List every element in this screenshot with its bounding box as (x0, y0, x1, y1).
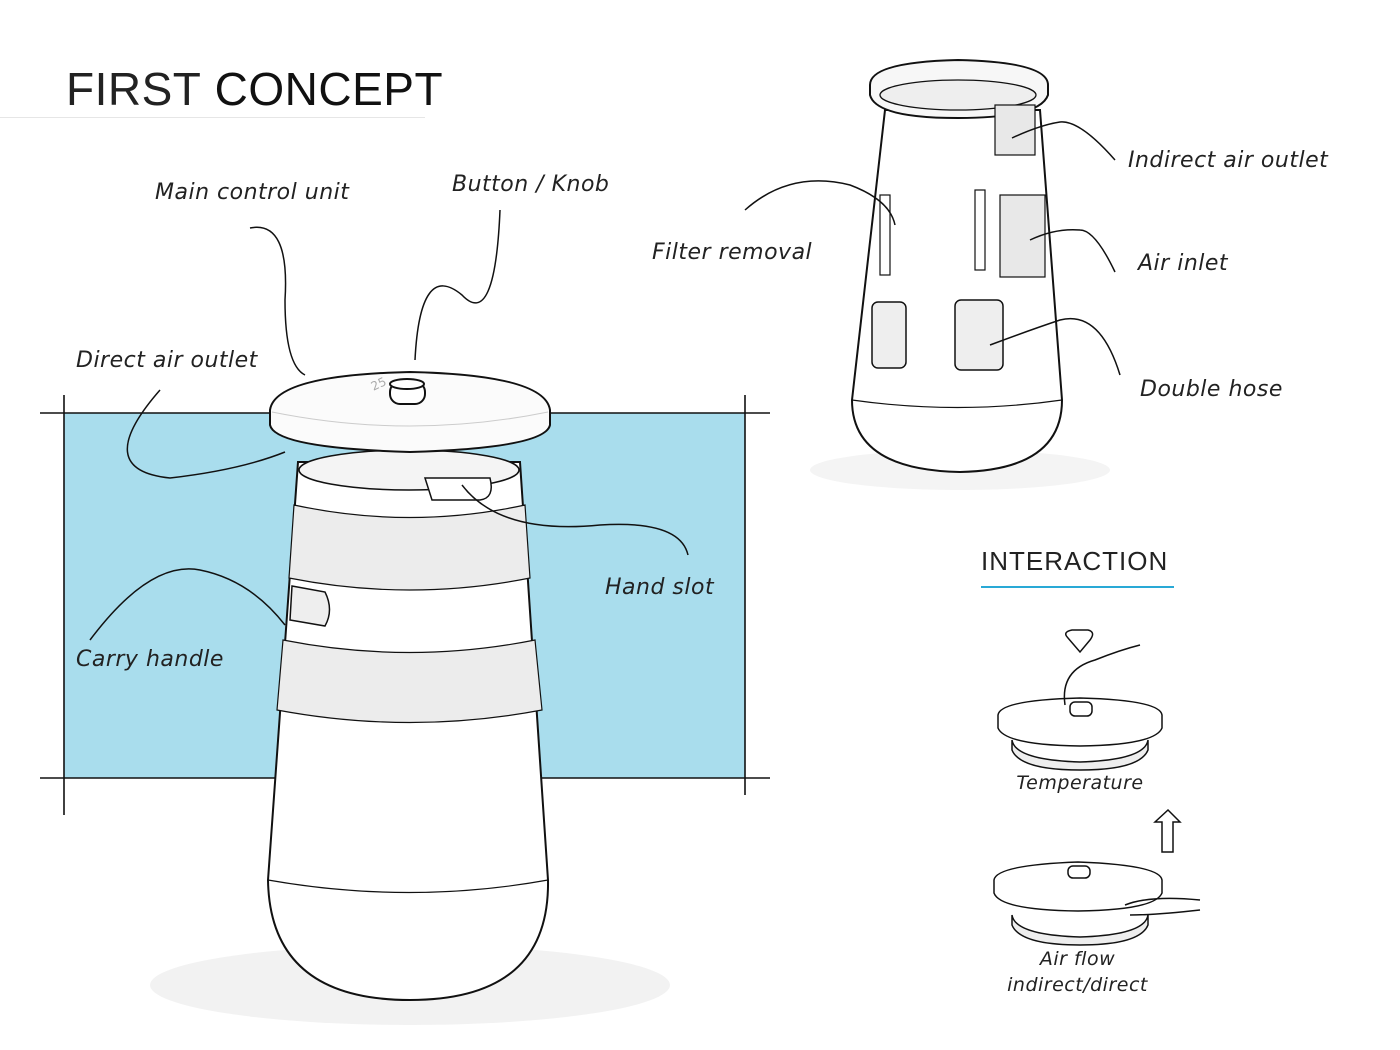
label-carry-handle: Carry handle (76, 647, 224, 672)
label-indirect-air-outlet: Indirect air outlet (1128, 148, 1329, 173)
label-button-knob: Button / Knob (452, 172, 610, 197)
title-first: FIRST (66, 63, 202, 115)
label-main-control-unit: Main control unit (155, 180, 350, 205)
title-divider (0, 117, 425, 118)
label-air-flow: Air flow (1039, 948, 1116, 970)
label-hand-slot: Hand slot (605, 575, 715, 600)
page-title: FIRST CONCEPT (66, 62, 443, 116)
interaction-sketches (993, 629, 1201, 946)
leader-lines (89, 121, 1121, 641)
label-air-inlet: Air inlet (1138, 251, 1229, 276)
title-second: CONCEPT (214, 63, 444, 115)
interaction-underline (981, 586, 1174, 588)
rear-view-product (850, 58, 1064, 474)
label-temperature: Temperature (1016, 772, 1144, 794)
label-filter-removal: Filter removal (652, 240, 813, 265)
label-double-hose: Double hose (1140, 377, 1283, 402)
main-product (266, 370, 551, 1002)
label-air-flow-mode: indirect/direct (1007, 974, 1148, 996)
interaction-heading: INTERACTION (981, 546, 1169, 576)
label-direct-air-outlet: Direct air outlet (76, 348, 258, 373)
